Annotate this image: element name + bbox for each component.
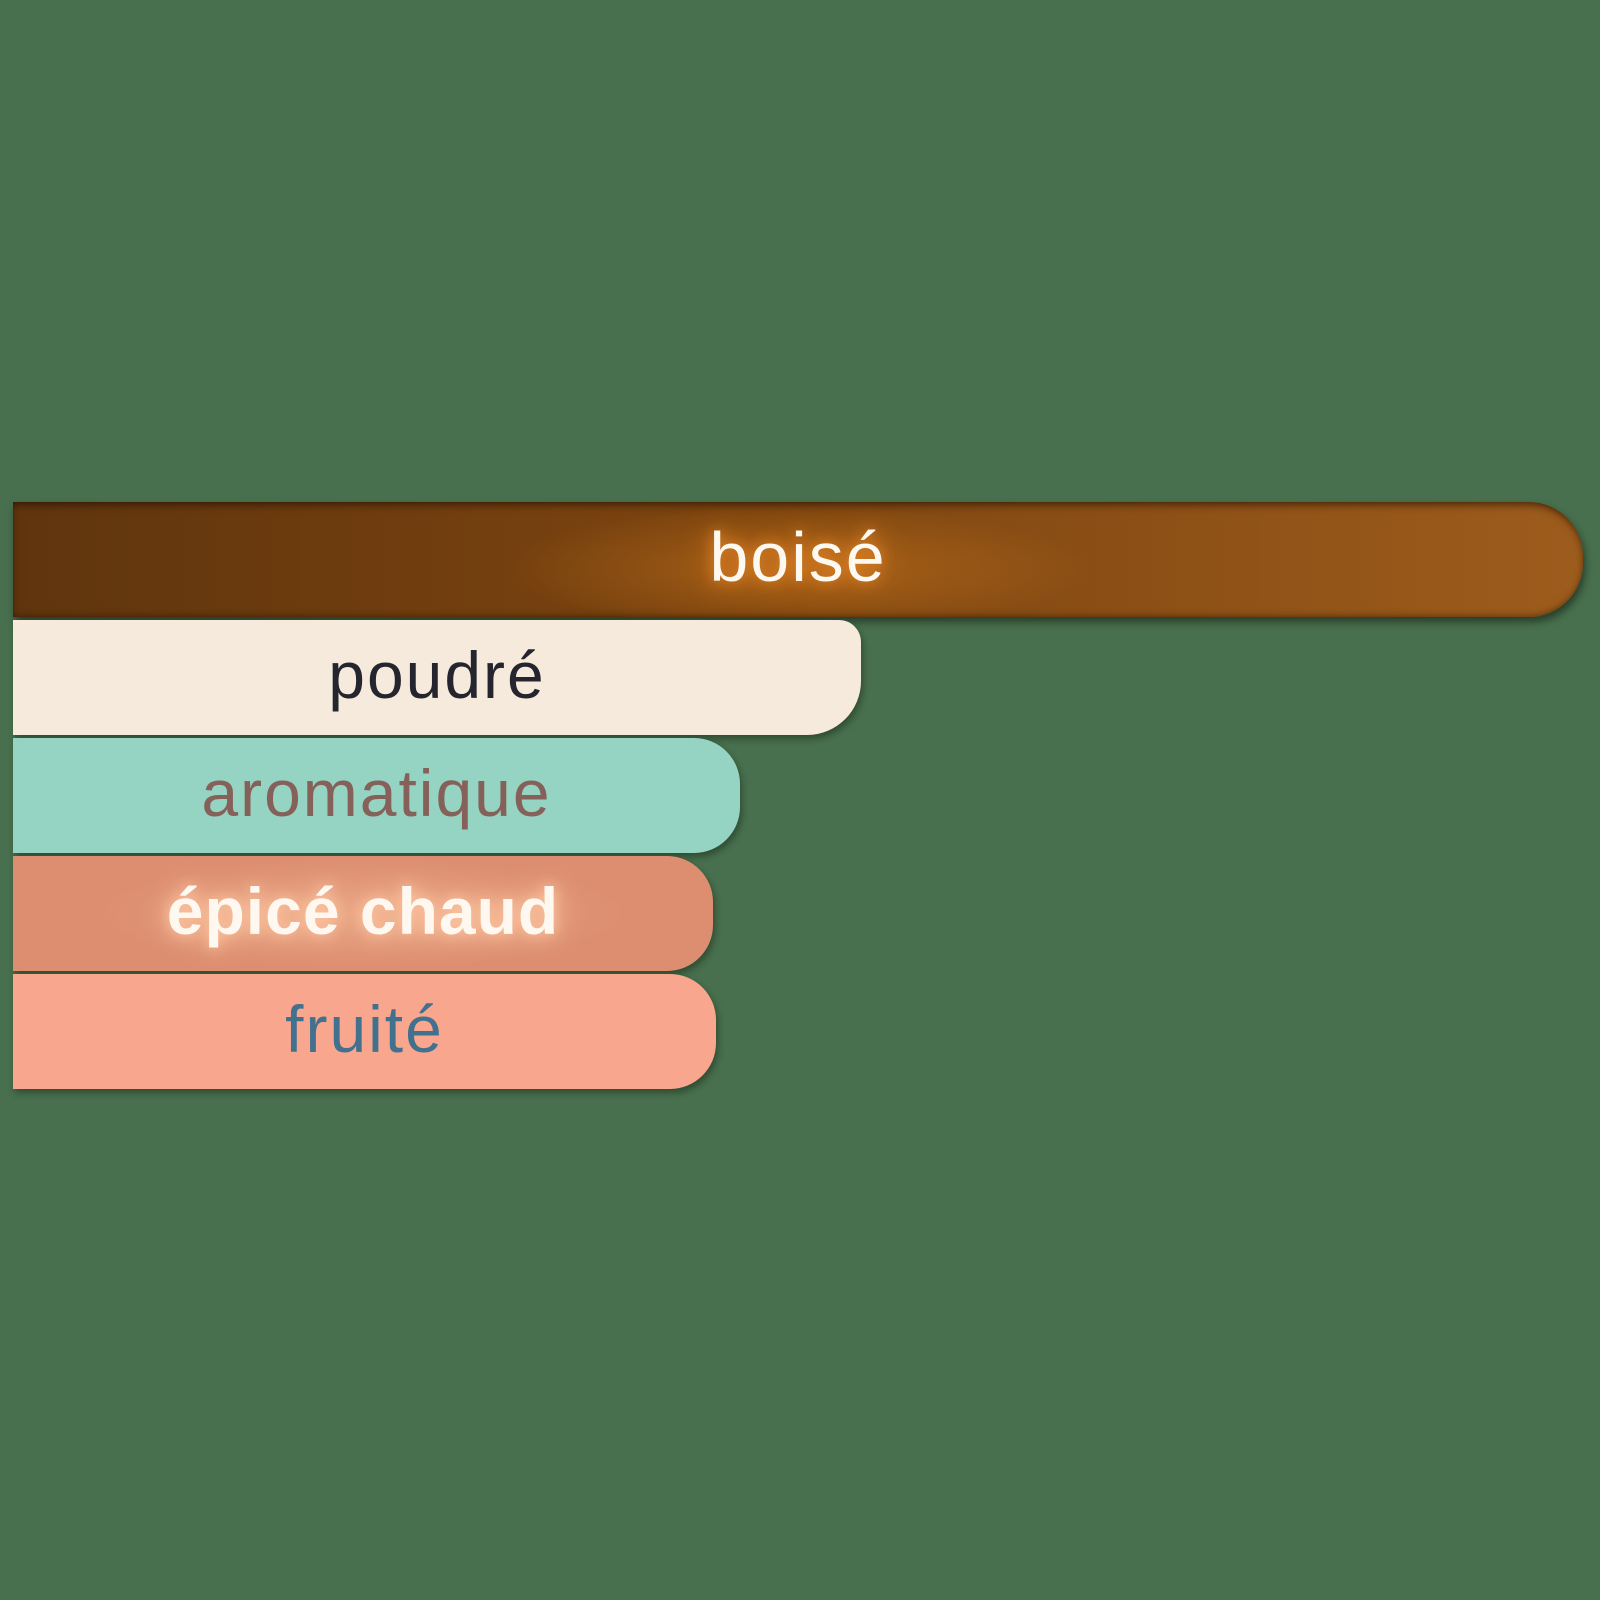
bar-epice-chaud: épicé chaud (13, 856, 713, 971)
bar-fruite: fruité (13, 974, 716, 1089)
bar-label-poudre: poudré (328, 637, 546, 712)
bar-boise: boisé (13, 502, 1583, 617)
bar-label-fruite: fruité (285, 991, 444, 1066)
bar-label-aromatique: aromatique (201, 755, 552, 830)
bar-stack: boisé poudré aromatique épicé chaud frui… (13, 502, 1583, 1089)
bar-label-boise: boisé (709, 517, 887, 596)
bar-aromatique: aromatique (13, 738, 740, 853)
bar-poudre: poudré (13, 620, 861, 735)
bar-label-epice-chaud: épicé chaud (166, 873, 560, 948)
